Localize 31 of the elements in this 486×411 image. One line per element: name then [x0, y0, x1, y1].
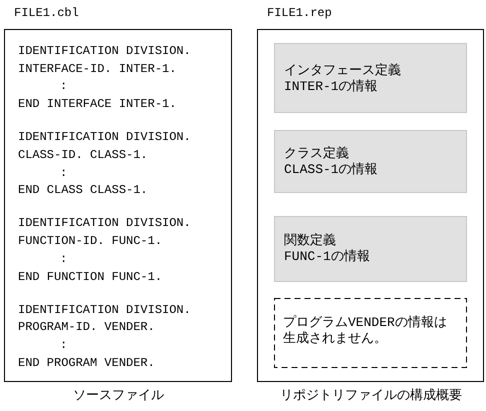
box-text: CLASS-1の情報	[284, 162, 378, 178]
code-line: :	[60, 338, 68, 352]
code-line: :	[60, 166, 68, 180]
box-text: FUNC-1の情報	[284, 249, 370, 265]
code-line: CLASS-ID. CLASS-1.	[18, 148, 148, 162]
code-line: IDENTIFICATION DIVISION.	[18, 130, 191, 144]
box-heading: インタフェース定義	[284, 63, 401, 79]
file-name: FILE1.rep	[267, 6, 332, 20]
code-line: END INTERFACE INTER-1.	[18, 97, 176, 112]
note-box	[274, 298, 467, 368]
box-heading: 関数定義	[284, 233, 336, 249]
code-line: IDENTIFICATION DIVISION.	[18, 44, 191, 58]
box-heading: クラス定義	[284, 146, 349, 162]
code-line: END FUNCTION FUNC-1.	[18, 270, 162, 284]
info-box	[274, 216, 467, 282]
code-line: IDENTIFICATION DIVISION.	[18, 302, 191, 317]
code-line: END CLASS CLASS-1.	[18, 183, 148, 198]
code-line: :	[60, 252, 68, 266]
figure-caption: ソースファイル	[73, 388, 164, 404]
code-line: INTERFACE-ID. INTER-1.	[18, 62, 176, 76]
code-line: :	[60, 79, 68, 94]
code-line: FUNCTION-ID. FUNC-1.	[18, 234, 162, 248]
code-line: END PROGRAM VENDER.	[18, 356, 155, 370]
figure-caption: リポジトリファイルの構成概要	[280, 388, 462, 404]
file-name: FILE1.cbl	[14, 6, 79, 20]
box-text: INTER-1の情報	[284, 79, 378, 95]
info-box	[274, 43, 467, 113]
code-line: PROGRAM-ID. VENDER.	[18, 320, 155, 334]
code-line: IDENTIFICATION DIVISION.	[18, 216, 191, 230]
note-text: プログラムVENDERの情報は生成されません。	[283, 315, 448, 347]
info-box	[274, 130, 467, 193]
